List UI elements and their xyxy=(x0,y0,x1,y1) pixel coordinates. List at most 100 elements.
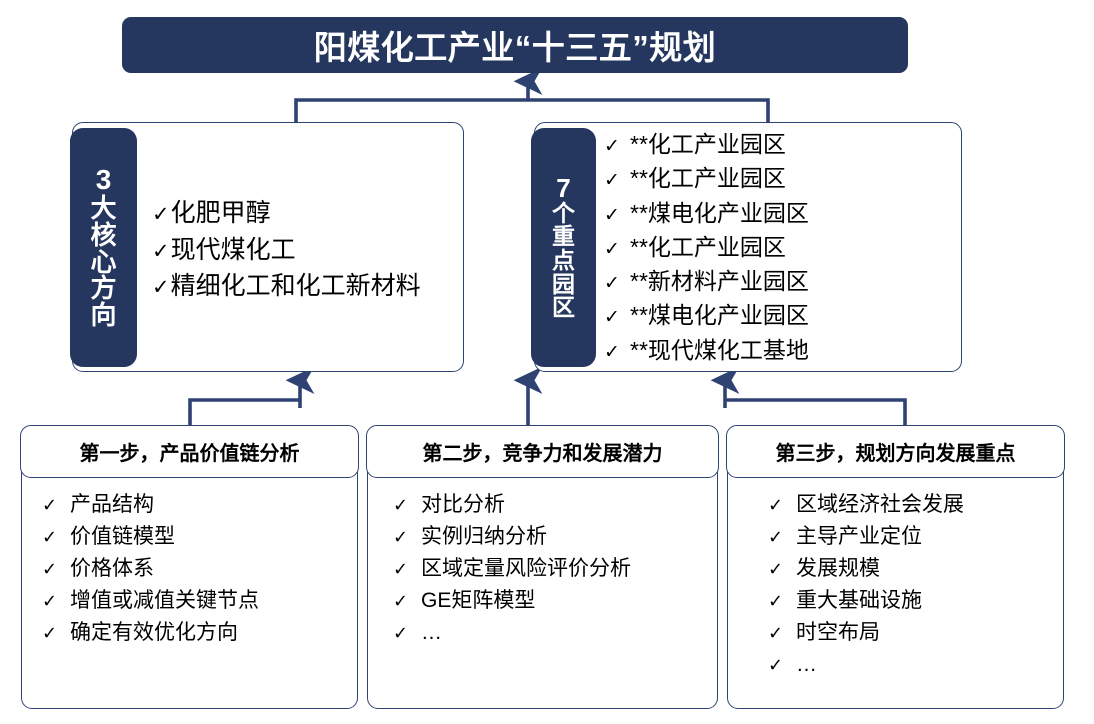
tab-char: 方 xyxy=(90,273,117,304)
check-icon: ✓ xyxy=(393,558,409,579)
list-item: ✓ 区域定量风险评价分析 xyxy=(393,553,717,585)
list-item: ✓ 对比分析 xyxy=(393,489,717,521)
list-item-label: 区域定量风险评价分析 xyxy=(421,556,631,580)
tab-char: 点 xyxy=(552,247,575,274)
list-item-label: 时空布局 xyxy=(796,620,880,644)
check-icon: ✓ xyxy=(604,136,620,158)
list-item-label: 发展规模 xyxy=(796,556,880,580)
list-item-label: 价值链模型 xyxy=(70,524,175,548)
list-item: ✓ 价值链模型 xyxy=(42,521,357,553)
list-item: ✓ **煤电化产业园区 xyxy=(604,196,960,230)
list-item: ✓ 化肥甲醇 xyxy=(152,195,462,232)
check-icon: ✓ xyxy=(604,170,620,192)
list-item-label: **煤电化产业园区 xyxy=(630,199,809,226)
check-icon: ✓ xyxy=(152,276,170,300)
list-item: ✓ 确定有效优化方向 xyxy=(42,617,357,649)
check-icon: ✓ xyxy=(604,273,620,295)
key-parks-panel xyxy=(534,122,962,372)
step-box-1: 第一步，产品价值链分析 ✓ 产品结构 ✓ 价值链模型 ✓ 价格体系 ✓ 增值或减… xyxy=(20,425,359,709)
list-item-label: … xyxy=(796,652,817,676)
core-directions-list: ✓ 化肥甲醇 ✓ 现代煤化工 ✓ 精细化工和化工新材料 xyxy=(152,160,462,340)
list-item-label: 现代煤化工 xyxy=(170,235,296,264)
list-item-label: 产品结构 xyxy=(70,493,154,516)
connector-to-title xyxy=(294,67,770,122)
tab-char: 核 xyxy=(90,219,117,250)
list-item-label: 确定有效优化方向 xyxy=(70,620,238,644)
list-item: ✓ … xyxy=(768,649,1063,681)
core-directions-tab: 3 大 核 心 方 向 xyxy=(70,128,137,367)
list-item: ✓ 增值或减值关键节点 xyxy=(42,585,357,617)
step-3-title: 第三步，规划方向发展重点 xyxy=(775,443,1016,466)
list-item: ✓ **现代煤化工基地 xyxy=(604,333,960,367)
list-item: ✓ 时空布局 xyxy=(768,617,1063,649)
step-2-header: 第二步，竞争力和发展潜力 xyxy=(366,425,719,479)
list-item-label: 区域经济社会发展 xyxy=(796,493,964,516)
check-icon: ✓ xyxy=(393,495,409,515)
list-item-label: **化工产业园区 xyxy=(630,233,786,260)
list-item: ✓ … xyxy=(393,617,717,649)
list-item-label: **化工产业园区 xyxy=(630,165,786,192)
check-icon: ✓ xyxy=(393,590,409,611)
check-icon: ✓ xyxy=(42,558,58,579)
connector-to-core-panel xyxy=(188,366,315,426)
list-item-label: … xyxy=(421,620,442,644)
page-title: 阳煤化工产业“十三五”规划 xyxy=(313,29,717,66)
check-icon: ✓ xyxy=(393,622,409,643)
key-parks-tab: 7 个 重 点 园 区 xyxy=(531,128,596,367)
check-icon: ✓ xyxy=(768,622,784,643)
step-3-list: ✓ 区域经济社会发展 ✓ 主导产业定位 ✓ 发展规模 ✓ 重大基础设施 ✓ 时空… xyxy=(728,489,1063,680)
check-icon: ✓ xyxy=(768,654,784,675)
tab-char: 个 xyxy=(552,199,575,226)
list-item: ✓ 实例归纳分析 xyxy=(393,521,717,553)
list-item-label: 价格体系 xyxy=(70,556,154,580)
list-item-label: 主导产业定位 xyxy=(796,524,922,548)
list-item-label: **新材料产业园区 xyxy=(630,268,809,295)
list-item-label: 增值或减值关键节点 xyxy=(70,588,259,612)
step-3-header: 第三步，规划方向发展重点 xyxy=(726,425,1065,479)
check-icon: ✓ xyxy=(604,307,620,329)
check-icon: ✓ xyxy=(152,203,170,227)
step-2-title: 第二步，竞争力和发展潜力 xyxy=(422,443,663,466)
list-item: ✓ 主导产业定位 xyxy=(768,521,1063,553)
list-item: ✓ 价格体系 xyxy=(42,553,357,585)
step-box-3: 第三步，规划方向发展重点 ✓ 区域经济社会发展 ✓ 主导产业定位 ✓ 发展规模 … xyxy=(726,425,1065,709)
connector-to-parks-panel xyxy=(710,366,907,426)
tab-char: 向 xyxy=(90,300,117,331)
list-item-label: GE矩阵模型 xyxy=(421,588,536,612)
list-item-label: **煤电化产业园区 xyxy=(630,302,809,329)
check-icon: ✓ xyxy=(42,526,58,547)
check-icon: ✓ xyxy=(604,341,620,363)
tab-char: 7 xyxy=(556,172,571,203)
tab-char: 大 xyxy=(90,193,117,223)
list-item: ✓ **化工产业园区 xyxy=(604,127,960,161)
list-item-label: 实例归纳分析 xyxy=(421,524,547,548)
check-icon: ✓ xyxy=(152,239,170,263)
step-1-header: 第一步，产品价值链分析 xyxy=(20,425,359,479)
list-item: ✓ **化工产业园区 xyxy=(604,161,960,195)
check-icon: ✓ xyxy=(42,622,58,643)
tab-char: 重 xyxy=(552,223,575,250)
check-icon: ✓ xyxy=(393,526,409,547)
list-item-label: 对比分析 xyxy=(421,493,505,516)
step-2-list: ✓ 对比分析 ✓ 实例归纳分析 ✓ 区域定量风险评价分析 ✓ GE矩阵模型 ✓ … xyxy=(368,489,717,649)
list-item-label: 精细化工和化工新材料 xyxy=(170,272,421,301)
check-icon: ✓ xyxy=(768,558,784,579)
list-item-label: 化肥甲醇 xyxy=(170,199,271,228)
check-icon: ✓ xyxy=(768,590,784,611)
check-icon: ✓ xyxy=(42,495,58,515)
list-item: ✓ **新材料产业园区 xyxy=(604,264,960,298)
diagram-title-bar: 阳煤化工产业“十三五”规划 xyxy=(122,17,908,73)
check-icon: ✓ xyxy=(768,495,784,515)
key-parks-list: ✓ **化工产业园区 ✓ **化工产业园区 ✓ **煤电化产业园区 ✓ **化工… xyxy=(604,126,960,368)
list-item: ✓ 现代煤化工 xyxy=(152,232,462,269)
step-1-list: ✓ 产品结构 ✓ 价值链模型 ✓ 价格体系 ✓ 增值或减值关键节点 ✓ 确定有效… xyxy=(22,489,357,649)
check-icon: ✓ xyxy=(768,526,784,547)
list-item: ✓ 重大基础设施 xyxy=(768,585,1063,617)
list-item-label: **化工产业园区 xyxy=(630,131,786,158)
list-item: ✓ **煤电化产业园区 xyxy=(604,298,960,332)
list-item: ✓ GE矩阵模型 xyxy=(393,585,717,617)
tab-char: 园 xyxy=(552,270,575,297)
tab-char: 3 xyxy=(95,164,112,196)
check-icon: ✓ xyxy=(604,238,620,260)
